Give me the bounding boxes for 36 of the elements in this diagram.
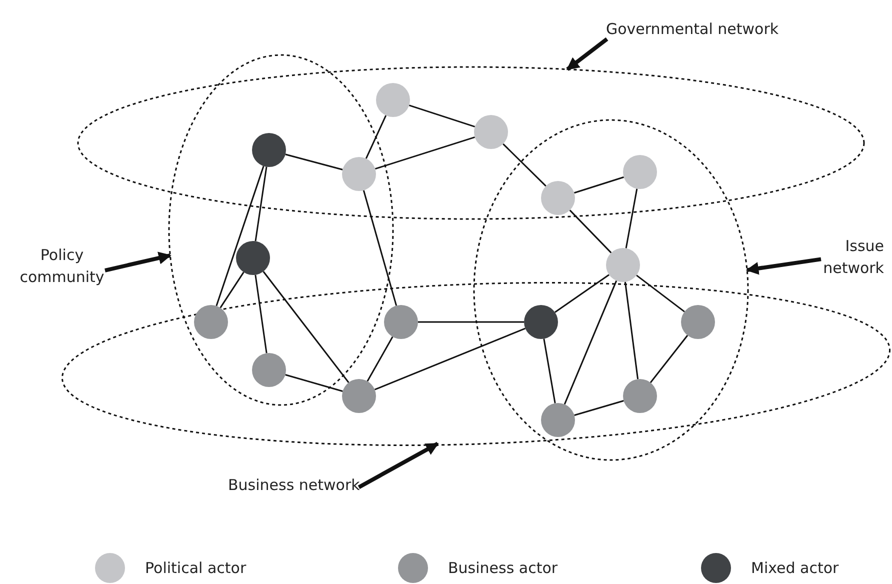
connector-line bbox=[564, 280, 618, 405]
legend-label: Business actor bbox=[448, 558, 558, 579]
connector-line bbox=[650, 334, 688, 384]
arrow bbox=[746, 257, 822, 275]
connector-line bbox=[502, 143, 546, 187]
legend-label: Political actor bbox=[145, 558, 246, 579]
connector-line bbox=[254, 166, 268, 242]
arrow bbox=[358, 442, 439, 489]
connector-line bbox=[285, 374, 343, 392]
connector-line bbox=[374, 328, 526, 390]
connector-line bbox=[285, 154, 343, 170]
network-label: Governmental network bbox=[606, 19, 779, 40]
connector-line bbox=[624, 282, 639, 380]
network-label: Business network bbox=[228, 475, 360, 496]
connector-line bbox=[366, 336, 394, 382]
connector-line bbox=[254, 274, 268, 354]
connector-line bbox=[418, 321, 524, 323]
arrow bbox=[104, 252, 172, 272]
connector-line bbox=[574, 400, 624, 416]
connector-line bbox=[636, 274, 685, 312]
network-label: Policy community bbox=[18, 245, 106, 288]
connector-line bbox=[625, 188, 638, 248]
connector-line bbox=[374, 136, 476, 170]
connector-line bbox=[362, 190, 398, 306]
legend-label: Mixed actor bbox=[751, 558, 839, 579]
network-label: Issue network bbox=[822, 236, 884, 279]
connector-line bbox=[216, 166, 264, 306]
connector-line bbox=[554, 274, 610, 313]
connector-line bbox=[408, 104, 476, 128]
connector-line bbox=[262, 271, 350, 383]
connector-line bbox=[220, 272, 244, 308]
connector-line bbox=[543, 338, 556, 404]
arrow bbox=[566, 37, 608, 71]
connector-line bbox=[365, 115, 387, 159]
connector-line bbox=[574, 176, 624, 194]
connector-line bbox=[569, 210, 612, 254]
